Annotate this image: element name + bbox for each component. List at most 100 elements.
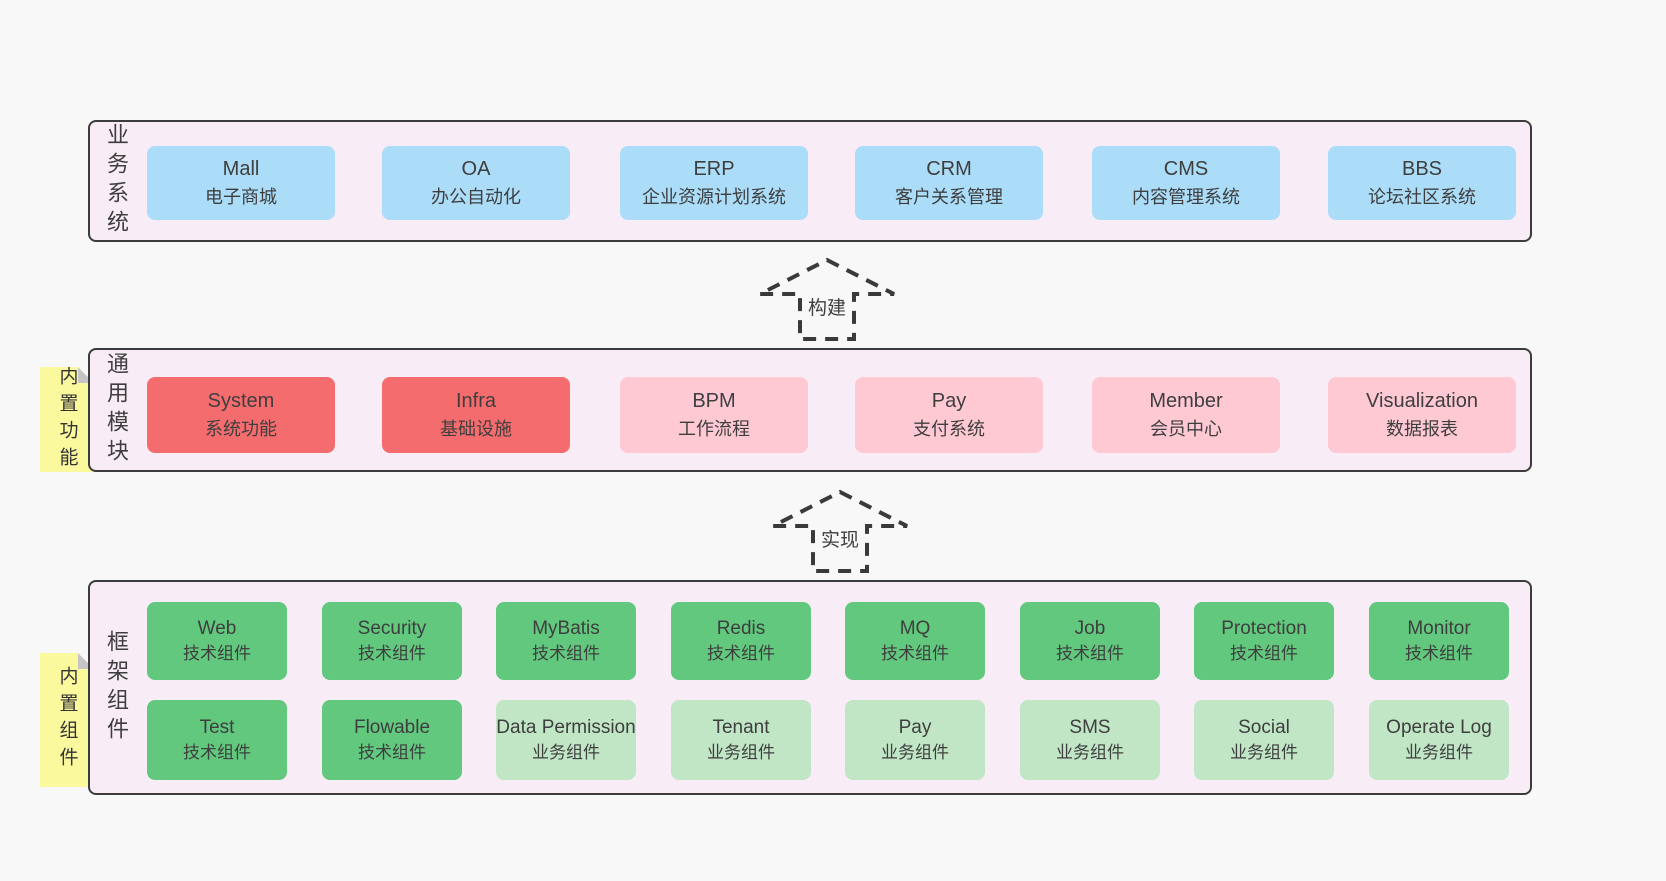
sticky-text: 内置功能 (56, 365, 78, 474)
box-title: Member (1149, 390, 1223, 413)
box-title: BBS (1401, 158, 1443, 181)
box-erp: ERP 企业资源计划系统 (620, 146, 808, 220)
box-subtitle: 企业资源计划系统 (642, 187, 786, 208)
box-title: Visualization (1366, 390, 1478, 413)
box-member: Member 会员中心 (1092, 377, 1280, 453)
box-title: Pay (931, 390, 967, 413)
box-subtitle: 技术组件 (707, 644, 775, 664)
box-protection: Protection 技术组件 (1194, 602, 1334, 680)
box-title: MyBatis (532, 617, 600, 639)
box-title: SMS (1069, 716, 1111, 738)
box-subtitle: 技术组件 (358, 644, 426, 664)
box-title: Mall (222, 158, 260, 181)
dashed-up-arrow-icon (759, 257, 895, 341)
box-mq: MQ 技术组件 (845, 602, 985, 680)
box-title: Pay (898, 716, 932, 738)
box-subtitle: 业务组件 (881, 743, 949, 763)
box-title: CRM (926, 158, 972, 181)
box-title: Infra (455, 390, 497, 413)
box-title: Redis (716, 617, 766, 639)
box-subtitle: 技术组件 (1230, 644, 1298, 664)
box-subtitle: 业务组件 (532, 743, 600, 763)
box-security: Security 技术组件 (322, 602, 462, 680)
box-subtitle: 业务组件 (1056, 743, 1124, 763)
box-subtitle: 会员中心 (1150, 419, 1222, 440)
box-title: Tenant (712, 716, 770, 738)
box-mall: Mall 电子商城 (147, 146, 335, 220)
box-data-permission: Data Permission 业务组件 (496, 700, 636, 780)
box-title: Job (1074, 617, 1106, 639)
box-subtitle: 数据报表 (1386, 419, 1458, 440)
box-subtitle: 业务组件 (707, 743, 775, 763)
implement-arrow-label: 实现 (817, 523, 863, 554)
box-subtitle: 技术组件 (1056, 644, 1124, 664)
box-title: MQ (899, 617, 931, 639)
box-oa: OA 办公自动化 (382, 146, 570, 220)
box-title: OA (461, 158, 491, 181)
box-title: BPM (692, 390, 736, 413)
box-pay-component: Pay 业务组件 (845, 700, 985, 780)
box-system: System 系统功能 (147, 377, 335, 453)
box-mybatis: MyBatis 技术组件 (496, 602, 636, 680)
box-subtitle: 基础设施 (440, 419, 512, 440)
box-subtitle: 论坛社区系统 (1368, 187, 1476, 208)
box-title: Data Permission (496, 716, 636, 738)
box-visualization: Visualization 数据报表 (1328, 377, 1516, 453)
box-operate-log: Operate Log 业务组件 (1369, 700, 1509, 780)
box-job: Job 技术组件 (1020, 602, 1160, 680)
sticky-built-in-features: 内置功能 (40, 367, 94, 472)
box-web: Web 技术组件 (147, 602, 287, 680)
panel-business-systems: 业务系统 Mall 电子商城 OA 办公自动化 ERP 企业资源计划系统 CRM… (88, 120, 1532, 242)
box-subtitle: 业务组件 (1405, 743, 1473, 763)
box-flowable: Flowable 技术组件 (322, 700, 462, 780)
box-title: Protection (1221, 617, 1307, 639)
box-pay-system: Pay 支付系统 (855, 377, 1043, 453)
box-social: Social 业务组件 (1194, 700, 1334, 780)
box-subtitle: 技术组件 (532, 644, 600, 664)
box-title: ERP (693, 158, 735, 181)
box-subtitle: 支付系统 (913, 419, 985, 440)
box-subtitle: 技术组件 (1405, 644, 1473, 664)
box-title: Operate Log (1386, 716, 1492, 738)
box-redis: Redis 技术组件 (671, 602, 811, 680)
box-title: Social (1238, 716, 1290, 738)
panel-common-modules: 通用模块 System 系统功能 Infra 基础设施 BPM 工作流程 Pay… (88, 348, 1532, 472)
box-cms: CMS 内容管理系统 (1092, 146, 1280, 220)
box-title: System (207, 390, 275, 413)
box-crm: CRM 客户关系管理 (855, 146, 1043, 220)
box-title: Flowable (353, 716, 431, 738)
box-subtitle: 技术组件 (183, 644, 251, 664)
box-title: Security (357, 617, 427, 639)
box-tenant: Tenant 业务组件 (671, 700, 811, 780)
panel-modules-label: 通用模块 (104, 352, 129, 468)
build-arrow: 构建 (757, 255, 897, 343)
box-title: Test (199, 716, 235, 738)
dashed-up-arrow-icon (772, 489, 908, 573)
build-arrow-label: 构建 (804, 291, 850, 322)
box-infra: Infra 基础设施 (382, 377, 570, 453)
box-subtitle: 工作流程 (678, 419, 750, 440)
box-subtitle: 技术组件 (183, 743, 251, 763)
box-test: Test 技术组件 (147, 700, 287, 780)
box-subtitle: 办公自动化 (431, 187, 521, 208)
box-title: Web (197, 617, 237, 639)
box-subtitle: 技术组件 (881, 644, 949, 664)
implement-arrow: 实现 (770, 487, 910, 575)
box-monitor: Monitor 技术组件 (1369, 602, 1509, 680)
sticky-built-in-components: 内置组件 (40, 653, 94, 787)
box-bpm: BPM 工作流程 (620, 377, 808, 453)
box-sms: SMS 业务组件 (1020, 700, 1160, 780)
sticky-text: 内置组件 (56, 666, 78, 774)
panel-components-label: 框架组件 (104, 629, 129, 746)
box-subtitle: 客户关系管理 (895, 187, 1003, 208)
box-bbs: BBS 论坛社区系统 (1328, 146, 1516, 220)
box-subtitle: 技术组件 (358, 743, 426, 763)
box-subtitle: 电子商城 (205, 187, 277, 208)
panel-framework-components: 框架组件 Web 技术组件 Security 技术组件 MyBatis 技术组件… (88, 580, 1532, 795)
box-subtitle: 内容管理系统 (1132, 187, 1240, 208)
panel-business-label: 业务系统 (104, 123, 129, 239)
box-subtitle: 系统功能 (205, 419, 277, 440)
box-subtitle: 业务组件 (1230, 743, 1298, 763)
box-title: CMS (1163, 158, 1209, 181)
